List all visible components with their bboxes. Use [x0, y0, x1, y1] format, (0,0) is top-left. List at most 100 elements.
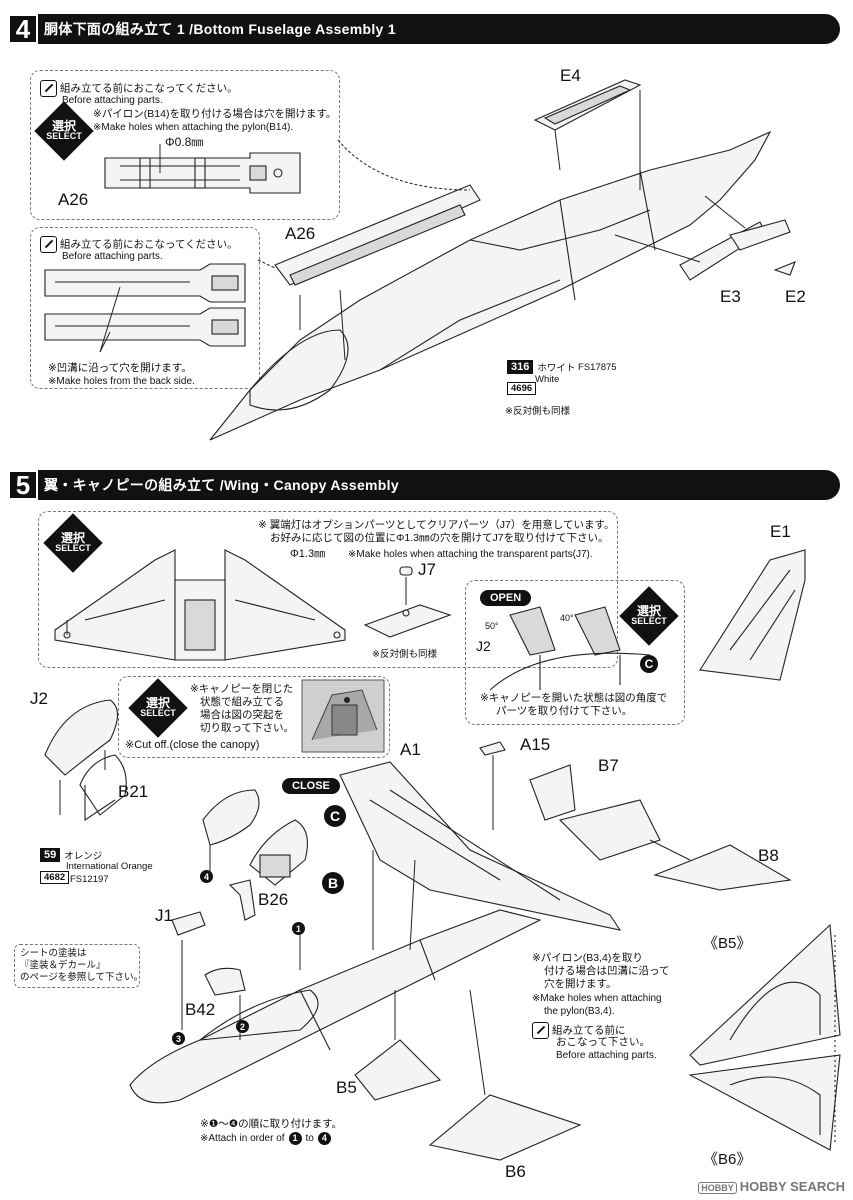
step5-header: 5 翼・キャノピーの組み立て /Wing・Canopy Assembly [8, 470, 840, 500]
step5-part-e1: E1 [770, 522, 791, 541]
step5-part-b7: B7 [598, 756, 619, 775]
step5-close-jp-2: 状態で組み立てる [200, 696, 284, 708]
drill-icon-3 [532, 1022, 549, 1039]
step5-order-note-en-a: ※Attach in order of [200, 1133, 285, 1144]
step5-before-en: Before attaching parts. [556, 1050, 657, 1061]
step5-wingtip-note-1: ※ 翼端灯はオプションパーツとしてクリアパーツ（J7）を用意しています。 [258, 519, 615, 531]
step5-part-b26: B26 [258, 890, 289, 909]
step5-seat-note-2: 『塗装＆デカール』 [20, 960, 106, 971]
step4-part-e3: E3 [720, 287, 741, 306]
step5-canopy-open-note-1: ※キャノピーを開いた状態は図の角度で [480, 692, 668, 704]
step5-part-b42: B42 [185, 1000, 216, 1019]
step4-box2-hole-en: ※Make holes from the back side. [48, 376, 195, 387]
step5-order-note-en-b: to [305, 1133, 314, 1144]
step5-canopy-photo [301, 679, 385, 753]
step4-box1-drawing [104, 144, 301, 194]
step4-color-fs: FS17875 [578, 361, 617, 373]
step4-box2-note: 組み立てる前におこなってください。 [40, 236, 238, 253]
step5-wingtip-note-2: お好みに応じて図の位置にΦ1.3㎜の穴を開けてJ7を取り付けて下さい。 [270, 532, 609, 544]
step4-part-e4: E4 [560, 66, 581, 85]
step5-canopy-close-box [118, 676, 390, 758]
step5-wingtip-note-en: ※Make holes when attaching the transpare… [348, 549, 593, 560]
step5-before-jp-2: おこなって下さい。 [556, 1036, 650, 1048]
step4-box1-hole-en: ※Make holes when attaching the pylon(B14… [93, 122, 294, 133]
step5-color-fs: FS12197 [70, 874, 109, 885]
step5-color-name-en: International Orange [66, 861, 153, 872]
step4-color-name-jp: ホワイト [537, 363, 576, 374]
step5-part-b5: B5 [336, 1078, 357, 1097]
circle-c-small: C [640, 655, 658, 673]
step5-pylon-en-2: the pylon(B3,4). [544, 1006, 615, 1017]
step5-color-code: 59 [40, 848, 61, 862]
step5-title: 翼・キャノピーの組み立て /Wing・Canopy Assembly [44, 477, 399, 493]
step5-order-note-jp: ※❶～❹の順に取り付けます。 [200, 1118, 343, 1130]
step5-wing-bottom-drawing [54, 549, 346, 661]
step4-box1-hole-jp: ※パイロン(B14)を取り付ける場合は穴を開けます。 [93, 108, 337, 120]
step4-box2-hole-jp: ※凹溝に沿って穴を開けます。 [48, 362, 192, 374]
step4-title: 胴体下面の組み立て 1 /Bottom Fuselage Assembly 1 [44, 21, 396, 37]
step4-box1-part-a26: A26 [58, 190, 89, 209]
step4-color-name-en: White [535, 374, 560, 385]
step5-canopy-open-box [465, 580, 685, 725]
step4-color-code: 316 [507, 360, 534, 374]
step5-part-b6-alt: 《B6》 [703, 1151, 752, 1168]
step5-part-j2: J2 [30, 689, 48, 708]
step5-pylon-en-1: ※Make holes when attaching [532, 993, 662, 1004]
step4-detail-box-2 [30, 227, 260, 389]
step5-part-b8: B8 [758, 846, 779, 865]
step4-box1-note: 組み立てる前におこなってください。 [40, 80, 238, 97]
watermark-badge: HOBBY [698, 1181, 737, 1194]
drill-icon [40, 80, 57, 97]
step5-order-note-en: ※Attach in order of 1 to 4 [200, 1132, 331, 1145]
step4-color-ref: 4696 [507, 382, 537, 395]
step5-close-en: ※Cut off.(close the canopy) [125, 739, 260, 751]
step4-header: 4 胴体下面の組み立て 1 /Bottom Fuselage Assembly … [8, 14, 840, 44]
step5-pylon-jp-3: 穴を開けます。 [544, 978, 617, 990]
step4-number: 4 [8, 14, 38, 44]
step5-angle-2: 40° [560, 613, 574, 623]
step5-angle-1: 50° [485, 621, 499, 631]
step4-fuselage-drawing [209, 79, 796, 441]
step4-box2-drawing [44, 263, 246, 353]
step5-number: 5 [8, 470, 38, 500]
step4-part-e2: E2 [785, 287, 806, 306]
open-label: OPEN [480, 590, 532, 606]
step4-box1-note-jp: 組み立てる前におこなってください。 [60, 82, 238, 95]
step4-box1-note-en: Before attaching parts. [62, 95, 163, 106]
step5-close-jp-4: 切り取って下さい。 [200, 722, 294, 734]
step5-seat-note-box [14, 944, 140, 988]
step5-color-name-jp: オレンジ [64, 851, 103, 862]
step5-close-jp-1: ※キャノピーを閉じた [190, 683, 294, 695]
step5-pylon-jp-2: 付ける場合は凹溝に沿って [544, 965, 670, 977]
step5-part-b21: B21 [118, 782, 149, 801]
step4-box2-note-jp: 組み立てる前におこなってください。 [60, 238, 238, 251]
step5-part-a1: A1 [400, 740, 421, 759]
step5-canopy-drawing [202, 789, 308, 886]
order-step-4: 4 [200, 870, 213, 883]
step5-part-b5-alt: 《B5》 [703, 935, 752, 952]
step4-opposite-note: ※反対側も同様 [505, 406, 570, 417]
step5-e1-drawing [699, 549, 806, 681]
step5-part-b6: B6 [505, 1162, 526, 1181]
step5-part-a15: A15 [520, 735, 551, 754]
circle-b: B [322, 872, 344, 894]
step5-color-ref: 4682 [40, 871, 70, 884]
order-to: 4 [317, 1132, 331, 1145]
step4-box1-diameter: Φ0.8㎜ [165, 135, 204, 149]
step5-seat-note-1: シートの塗装は [20, 948, 87, 959]
step5-before-note: 組み立てる前に [532, 1022, 626, 1039]
drill-icon-2 [40, 236, 57, 253]
close-label: CLOSE [282, 778, 340, 794]
step5-airframe-drawing [129, 741, 792, 1161]
step5-close-jp-3: 場合は図の突起を [200, 709, 284, 721]
step5-before-jp-1: 組み立てる前に [552, 1024, 626, 1037]
step5-canopy-open-note-2: パーツを取り付けて下さい。 [496, 705, 633, 717]
step5-wingtip-diameter: Φ1.3㎜ [290, 548, 326, 560]
circle-c: C [324, 805, 346, 827]
step5-color-tag: 59 オレンジ [40, 848, 102, 862]
step4-part-a26: A26 [285, 224, 316, 243]
watermark-text: HOBBY SEARCH [739, 1179, 845, 1194]
step5-wingtip-opposite: ※反対側も同様 [372, 649, 437, 660]
step4-color-tag: 316 ホワイト FS17875 [507, 360, 617, 374]
